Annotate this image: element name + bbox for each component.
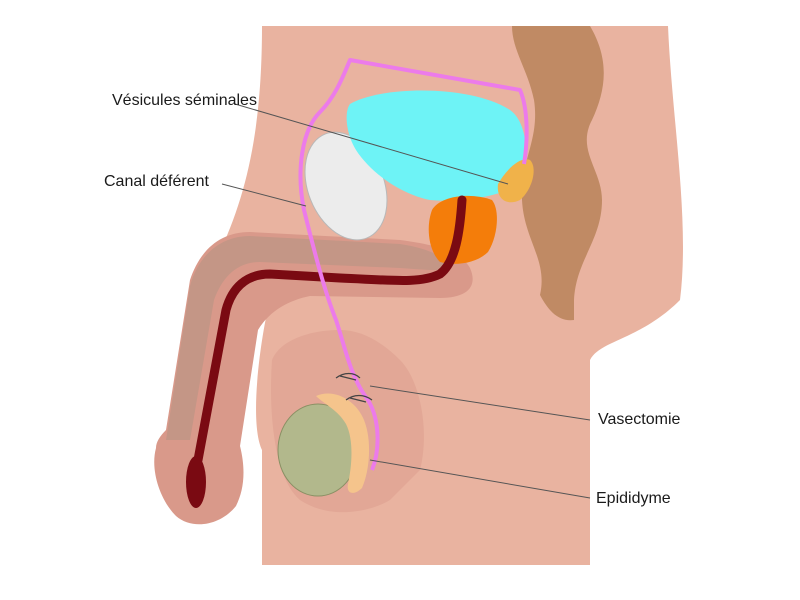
- label-seminal-vesicles: Vésicules séminales: [112, 92, 257, 109]
- label-epididymis: Epididyme: [596, 490, 671, 507]
- label-vasectomy: Vasectomie: [598, 411, 681, 428]
- leader-vesicules: [234, 103, 509, 185]
- penis-shaft: [154, 232, 473, 525]
- vas-deferens: [298, 58, 529, 471]
- seminal-vesicle: [497, 159, 534, 203]
- leader-canal: [221, 183, 307, 207]
- bladder: [346, 90, 526, 201]
- urethra: [193, 195, 467, 465]
- glans-urethra: [186, 456, 206, 508]
- epididymis: [316, 393, 370, 493]
- rectum: [512, 26, 604, 321]
- corpus-cavernosum: [166, 236, 446, 440]
- leader-epididyme: [369, 459, 591, 499]
- leader-lines: [221, 103, 591, 499]
- label-vas-deferens: Canal déférent: [104, 173, 209, 190]
- leader-vasectomie: [369, 385, 591, 421]
- vasectomy-stitches-icon: [335, 372, 373, 403]
